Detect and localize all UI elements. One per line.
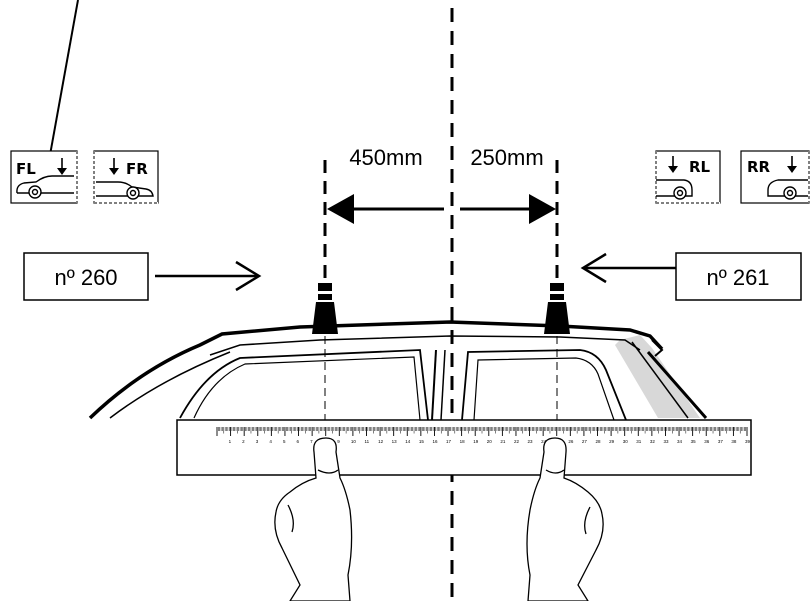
rear-distance-label: 250mm [470,145,543,170]
tag-rear-left: RL [655,150,721,204]
tag-fr-label: FR [126,160,148,178]
ruler-ticks [216,427,748,436]
ruler-number: 36 [704,439,710,444]
ruler-number: 14 [405,439,411,444]
ruler-number: 9 [337,439,340,444]
down-arrow-icon [109,158,119,175]
car-front-icon [16,175,74,199]
ruler-number: 38 [731,439,737,444]
rear-part-callout: nº 261 [580,252,802,301]
tag-front-left: FL [10,150,78,204]
rear-distance-arrow [460,194,556,224]
ruler-number: 12 [378,439,384,444]
ruler-number: 27 [582,439,588,444]
leader-line [49,0,79,156]
rear-roof-bar-foot [544,283,570,334]
ruler-number: 6 [297,439,300,444]
right-hand-icon [526,437,604,601]
ruler-number: 39 [745,439,751,444]
ruler-number: 20 [487,439,493,444]
ruler-number: 32 [650,439,656,444]
ruler-number: 24 [541,439,547,444]
down-arrow-icon [787,156,797,173]
car-rear-icon [656,179,693,200]
car-rear-icon [767,179,808,200]
ruler-number: 1 [229,439,232,444]
ruler-number: 4 [269,439,272,444]
left-hand-icon [274,437,353,601]
ruler-number: 29 [609,439,615,444]
rear-part-number: nº 261 [706,265,769,290]
ruler-number: 21 [500,439,506,444]
down-arrow-icon [57,158,67,175]
tag-rr-label: RR [747,158,771,176]
ruler-number: 28 [596,439,602,444]
ruler-number: 7 [310,439,313,444]
ruler-number: 37 [718,439,724,444]
ruler-number: 23 [528,439,534,444]
ruler-number: 3 [256,439,259,444]
car-body [88,320,708,421]
ruler-number: 13 [392,439,398,444]
front-distance-arrow [327,194,444,224]
ruler-number: 15 [419,439,425,444]
ruler-number: 26 [568,439,574,444]
ruler-number: 18 [460,439,466,444]
ruler-numbers: 1234567891011121314151617181920212223242… [229,439,751,444]
tag-rl-label: RL [689,158,711,176]
tag-fl-label: FL [16,160,36,178]
ruler-number: 31 [636,439,642,444]
ruler-number: 30 [623,439,629,444]
ruler-number: 35 [691,439,697,444]
front-distance-label: 450mm [349,145,422,170]
tag-rear-right: RR [740,150,810,204]
ruler-number: 34 [677,439,683,444]
ruler-number: 16 [432,439,438,444]
front-part-number: nº 260 [54,265,117,290]
ruler-number: 5 [283,439,286,444]
ruler-number: 10 [351,439,357,444]
ruler-number: 17 [446,439,452,444]
ruler-number: 19 [473,439,479,444]
ruler-number: 33 [663,439,669,444]
front-roof-bar-foot [312,283,338,334]
tag-front-right: FR [93,150,159,204]
ruler-number: 11 [364,439,369,444]
ruler: 1234567891011121314151617181920212223242… [176,419,752,476]
front-part-callout: nº 260 [23,252,262,301]
car-front-icon [96,181,154,200]
ruler-number: 22 [514,439,520,444]
ruler-number: 2 [242,439,245,444]
down-arrow-icon [668,156,678,173]
